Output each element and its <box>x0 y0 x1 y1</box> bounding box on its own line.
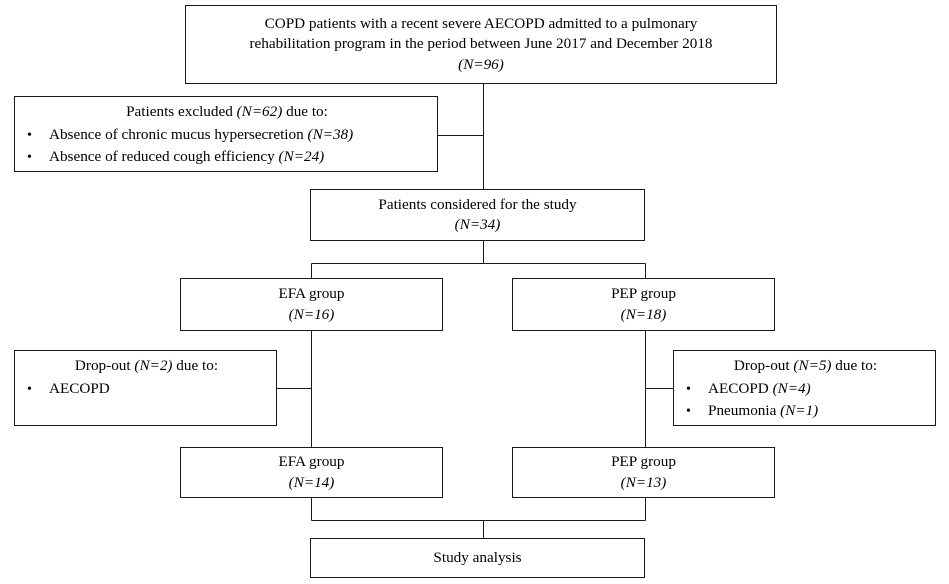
excluded-item-0-count: (N=38) <box>307 125 354 143</box>
considered-count: (N=34) <box>454 216 501 233</box>
dropout-pep-heading-count: (N=5) <box>793 357 832 374</box>
efa-alloc-label: EFA group <box>278 285 345 303</box>
enrollment-line-2: rehabilitation program in the period bet… <box>249 35 713 53</box>
considered-label: Patients considered for the study <box>378 195 577 213</box>
list-item: • Pneumonia (N=1) <box>686 401 925 422</box>
excluded-heading-tail: due to: <box>282 103 328 120</box>
efa-alloc-count: (N=16) <box>288 305 335 323</box>
node-enrollment: COPD patients with a recent severe AECOP… <box>185 5 777 84</box>
dropout-pep-heading-text: Drop-out <box>733 357 794 374</box>
enrollment-count: (N=96) <box>458 55 504 73</box>
dropout-pep-item-0-text: AECOPD <box>708 379 773 397</box>
dropout-pep-item-0: AECOPD (N=4) <box>708 379 925 399</box>
pep-final-count: (N=13) <box>620 473 667 491</box>
dropout-pep-item-1: Pneumonia (N=1) <box>708 401 925 421</box>
list-item: • Absence of chronic mucus hypersecretio… <box>27 125 427 146</box>
bullet-icon: • <box>686 381 691 397</box>
efa-final-count: (N=14) <box>288 473 335 491</box>
excluded-item-0: Absence of chronic mucus hypersecretion … <box>49 125 427 145</box>
excluded-heading-count: (N=62) <box>236 103 283 120</box>
excluded-item-1: Absence of reduced cough efficiency (N=2… <box>49 147 427 167</box>
excluded-heading-text: Patients excluded <box>126 103 237 120</box>
excluded-item-1-text: Absence of reduced cough efficiency <box>49 148 279 166</box>
list-item: • AECOPD (N=4) <box>686 379 925 400</box>
dropout-pep-heading-tail: due to: <box>831 357 878 374</box>
pep-final-label: PEP group <box>611 453 676 471</box>
excluded-item-0-text: Absence of chronic mucus hypersecretion <box>49 125 308 143</box>
dropout-pep-item-1-count: (N=1) <box>780 402 819 420</box>
enrollment-line-1: COPD patients with a recent severe AECOP… <box>264 14 698 32</box>
dropout-efa-heading-count: (N=2) <box>134 357 173 374</box>
dropout-efa-heading: Drop-out (N=2) due to: <box>27 356 266 376</box>
node-study-analysis: Study analysis <box>310 538 645 578</box>
node-efa-group-analysed: EFA group (N=14) <box>180 447 443 498</box>
dropout-efa-heading-tail: due to: <box>172 357 219 374</box>
dropout-efa-heading-text: Drop-out <box>74 357 135 374</box>
excluded-heading: Patients excluded (N=62) due to: <box>27 102 427 122</box>
pep-alloc-label: PEP group <box>611 285 676 303</box>
bullet-icon: • <box>686 404 691 420</box>
dropout-efa-item-0: AECOPD <box>49 379 266 399</box>
list-item: • AECOPD <box>27 379 266 400</box>
dropout-pep-item-1-text: Pneumonia <box>708 402 781 420</box>
node-dropout-efa: Drop-out (N=2) due to: • AECOPD <box>14 350 277 426</box>
bullet-icon: • <box>27 150 32 166</box>
bullet-icon: • <box>27 127 32 143</box>
node-patients-considered: Patients considered for the study (N=34) <box>310 189 645 241</box>
analysis-label: Study analysis <box>433 548 522 566</box>
bullet-icon: • <box>27 381 32 397</box>
pep-alloc-count: (N=18) <box>620 305 667 323</box>
node-pep-group-analysed: PEP group (N=13) <box>512 447 775 498</box>
dropout-efa-item-0-text: AECOPD <box>49 379 110 397</box>
excluded-item-1-count: (N=24) <box>278 148 325 166</box>
dropout-pep-heading: Drop-out (N=5) due to: <box>686 356 925 376</box>
efa-final-label: EFA group <box>278 453 345 471</box>
dropout-pep-item-0-count: (N=4) <box>772 379 811 397</box>
list-item: • Absence of reduced cough efficiency (N… <box>27 147 427 168</box>
node-pep-group-allocated: PEP group (N=18) <box>512 278 775 331</box>
node-dropout-pep: Drop-out (N=5) due to: • AECOPD (N=4) • … <box>673 350 936 426</box>
node-patients-excluded: Patients excluded (N=62) due to: • Absen… <box>14 96 438 172</box>
node-efa-group-allocated: EFA group (N=16) <box>180 278 443 331</box>
